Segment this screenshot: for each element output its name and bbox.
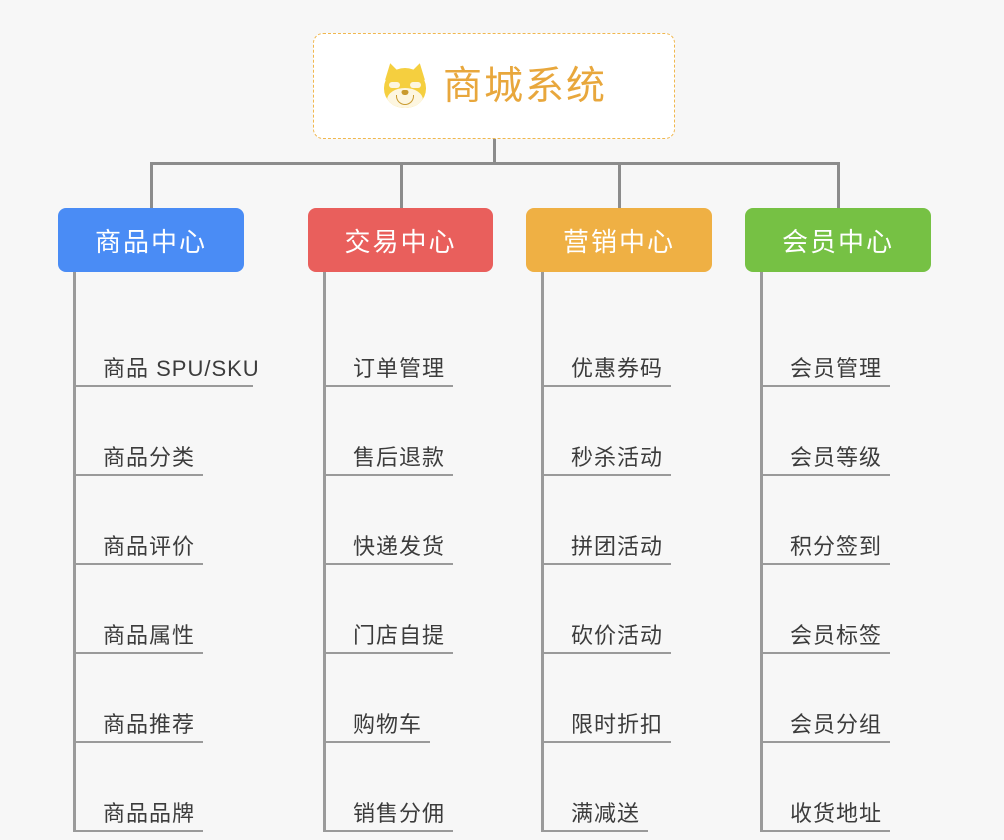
leaf-item-label: 秒杀活动 — [571, 444, 664, 470]
leaf-list: 会员管理会员等级积分签到会员标签会员分组收货地址 — [745, 272, 931, 832]
leaf-item-label: 商品属性 — [103, 622, 196, 648]
leaf-item-label: 限时折扣 — [571, 711, 664, 737]
leaf-item-label: 积分签到 — [790, 533, 883, 559]
leaf-item[interactable]: 限时折扣 — [526, 654, 712, 743]
category-header-3[interactable]: 营销中心 — [526, 208, 712, 272]
leaf-item-rule — [73, 563, 203, 565]
leaf-item-label: 砍价活动 — [571, 622, 664, 648]
leaf-item[interactable]: 收货地址 — [745, 743, 931, 832]
leaf-item-rule — [73, 652, 203, 654]
leaf-item-label: 收货地址 — [790, 800, 883, 826]
leaf-list: 订单管理售后退款快递发货门店自提购物车销售分佣 — [308, 272, 493, 832]
column-spine — [323, 272, 326, 832]
shiba-dog-face-icon — [381, 61, 429, 110]
leaf-item[interactable]: 销售分佣 — [308, 743, 493, 832]
root-node[interactable]: 商城系统 — [313, 33, 675, 139]
leaf-item[interactable]: 商品推荐 — [58, 654, 244, 743]
leaf-item[interactable]: 快递发货 — [308, 476, 493, 565]
leaf-item-label: 商品推荐 — [103, 711, 196, 737]
root-title: 商城系统 — [442, 64, 607, 108]
category-header-4[interactable]: 会员中心 — [745, 208, 931, 272]
leaf-item[interactable]: 积分签到 — [745, 476, 931, 565]
leaf-item[interactable]: 商品分类 — [58, 387, 244, 476]
leaf-item[interactable]: 商品属性 — [58, 565, 244, 654]
leaf-item-rule — [73, 474, 203, 476]
leaf-item-rule — [760, 830, 890, 832]
connector-drop-3 — [618, 162, 621, 208]
leaf-item[interactable]: 售后退款 — [308, 387, 493, 476]
leaf-item-label: 满减送 — [571, 800, 641, 826]
category-column: 营销中心优惠券码秒杀活动拼团活动砍价活动限时折扣满减送 — [526, 208, 712, 832]
category-column: 交易中心订单管理售后退款快递发货门店自提购物车销售分佣 — [308, 208, 493, 832]
leaf-item[interactable]: 会员管理 — [745, 298, 931, 387]
leaf-item[interactable]: 门店自提 — [308, 565, 493, 654]
category-header-1[interactable]: 商品中心 — [58, 208, 244, 272]
leaf-item-rule — [760, 385, 890, 387]
leaf-item-label: 会员管理 — [790, 355, 883, 381]
leaf-item-rule — [73, 385, 253, 387]
leaf-item-rule — [541, 474, 671, 476]
leaf-item-rule — [760, 563, 890, 565]
leaf-item-label: 会员标签 — [790, 622, 883, 648]
leaf-item-label: 门店自提 — [353, 622, 446, 648]
leaf-item-rule — [541, 385, 671, 387]
leaf-list: 商品 SPU/SKU 商品分类商品评价商品属性商品推荐商品品牌 — [58, 272, 259, 832]
leaf-item-rule — [323, 474, 453, 476]
leaf-item-label: 商品评价 — [103, 533, 196, 559]
leaf-item-label: 商品分类 — [103, 444, 196, 470]
leaf-item-rule — [323, 741, 430, 743]
leaf-item-rule — [541, 741, 671, 743]
category-column: 会员中心会员管理会员等级积分签到会员标签会员分组收货地址 — [745, 208, 931, 832]
connector-drop-1 — [150, 162, 153, 208]
leaf-item[interactable]: 订单管理 — [308, 298, 493, 387]
leaf-item-rule — [541, 652, 671, 654]
leaf-item-label: 会员分组 — [790, 711, 883, 737]
leaf-item[interactable]: 满减送 — [526, 743, 712, 832]
leaf-item-label: 订单管理 — [353, 355, 446, 381]
leaf-item-rule — [760, 474, 890, 476]
connector-drop-4 — [837, 162, 840, 208]
leaf-item[interactable]: 秒杀活动 — [526, 387, 712, 476]
leaf-item[interactable]: 会员分组 — [745, 654, 931, 743]
category-header-2[interactable]: 交易中心 — [308, 208, 493, 272]
leaf-item-rule — [73, 830, 203, 832]
leaf-item[interactable]: 购物车 — [308, 654, 493, 743]
leaf-item[interactable]: 商品品牌 — [58, 743, 244, 832]
leaf-item-rule — [541, 563, 671, 565]
leaf-item-rule — [541, 830, 648, 832]
column-spine — [760, 272, 763, 832]
leaf-item[interactable]: 会员标签 — [745, 565, 931, 654]
leaf-item[interactable]: 砍价活动 — [526, 565, 712, 654]
leaf-item-label: 拼团活动 — [571, 533, 664, 559]
leaf-item-label: 商品品牌 — [103, 800, 196, 826]
leaf-item-rule — [73, 741, 203, 743]
leaf-item-rule — [760, 741, 890, 743]
leaf-item-rule — [323, 385, 453, 387]
connector-drop-2 — [400, 162, 403, 208]
connector-horizontal-bus — [150, 162, 840, 165]
leaf-item[interactable]: 优惠券码 — [526, 298, 712, 387]
leaf-item[interactable]: 商品 SPU/SKU — [58, 298, 259, 387]
leaf-item-rule — [323, 563, 453, 565]
leaf-item-rule — [323, 652, 453, 654]
connector-root-stem — [493, 139, 496, 163]
leaf-item-label: 会员等级 — [790, 444, 883, 470]
leaf-item-rule — [760, 652, 890, 654]
leaf-item[interactable]: 拼团活动 — [526, 476, 712, 565]
leaf-item-label: 销售分佣 — [353, 800, 446, 826]
column-spine — [73, 272, 76, 832]
leaf-list: 优惠券码秒杀活动拼团活动砍价活动限时折扣满减送 — [526, 272, 712, 832]
leaf-item-label: 快递发货 — [353, 533, 446, 559]
leaf-item-label: 商品 SPU/SKU — [103, 355, 260, 381]
leaf-item[interactable]: 商品评价 — [58, 476, 244, 565]
category-column: 商品中心商品 SPU/SKU 商品分类商品评价商品属性商品推荐商品品牌 — [58, 208, 259, 832]
leaf-item-label: 购物车 — [353, 711, 423, 737]
column-spine — [541, 272, 544, 832]
leaf-item-label: 售后退款 — [353, 444, 446, 470]
leaf-item[interactable]: 会员等级 — [745, 387, 931, 476]
leaf-item-rule — [323, 830, 453, 832]
leaf-item-label: 优惠券码 — [571, 355, 664, 381]
